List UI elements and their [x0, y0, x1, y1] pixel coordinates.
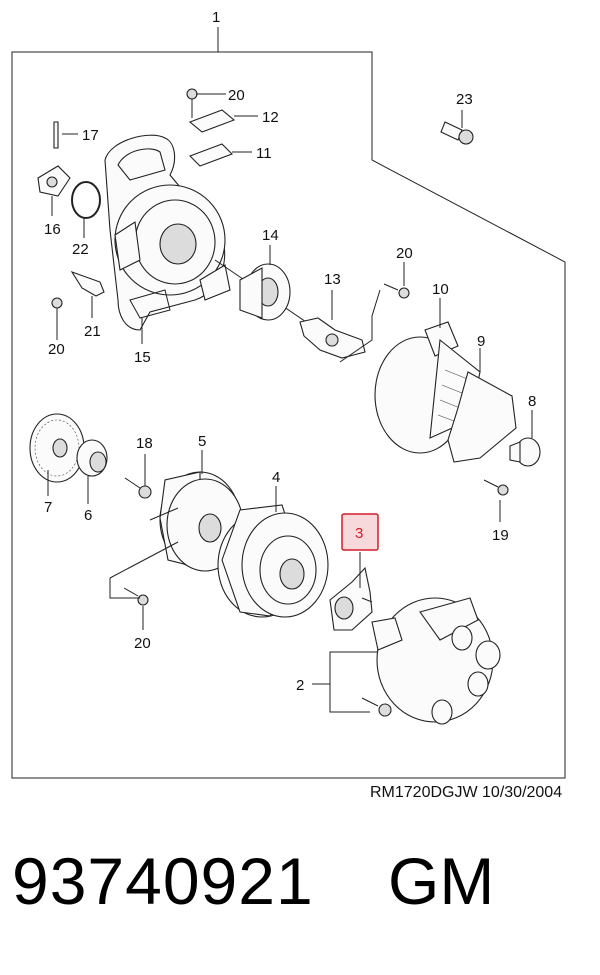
screw-part-20-left [51, 297, 63, 326]
callout-8: 8 [528, 393, 536, 410]
callout-6: 6 [84, 507, 92, 524]
screw-part-23 [440, 121, 474, 145]
callout-7: 7 [44, 499, 52, 516]
hub-part-6 [76, 439, 108, 477]
bushing-part-16 [37, 165, 71, 197]
part-number: 93740921 [12, 844, 314, 918]
plate-part-9 [447, 371, 517, 463]
brand-name: GM [388, 844, 495, 918]
callout-1: 1 [212, 9, 220, 26]
callout-labels: 1 20 12 11 17 16 22 21 20 15 14 13 20 10… [44, 9, 536, 694]
callout-13: 13 [324, 271, 341, 288]
screw-part-19 [483, 479, 509, 496]
callout-22: 22 [72, 241, 89, 258]
callout-3-highlight [341, 513, 379, 551]
callout-18: 18 [136, 435, 153, 452]
callout-23: 23 [456, 91, 473, 108]
callout-16: 16 [44, 221, 61, 238]
drawing-code: RM1720DGJW 10/30/2004 [370, 784, 563, 801]
callout-11: 11 [256, 145, 272, 162]
callout-19: 19 [492, 527, 509, 544]
callout-14: 14 [262, 227, 279, 244]
washer-part-8 [509, 437, 541, 467]
plate-part-3 [329, 566, 373, 631]
plate-part-13 [299, 317, 366, 359]
callout-20-lower: 20 [134, 635, 151, 652]
callout-21: 21 [84, 323, 101, 340]
callout-20-left: 20 [48, 341, 65, 358]
callout-20-mid: 20 [396, 245, 413, 262]
callout-20-top: 20 [228, 87, 245, 104]
callout-3: 3 [355, 525, 363, 542]
leader-lines [47, 27, 533, 713]
gasket-part-11 [189, 143, 233, 167]
callout-15: 15 [134, 349, 151, 366]
pin-part-17 [53, 121, 59, 149]
housing-part [104, 134, 231, 331]
stator-part-4 [217, 504, 329, 618]
assembly-boundary [11, 30, 566, 779]
screw-part-20-lower [109, 541, 179, 606]
callout-4: 4 [272, 469, 280, 486]
callout-9: 9 [477, 333, 485, 350]
gasket-part-12 [188, 109, 236, 133]
rotor-part-5 [149, 471, 244, 572]
distributor-cap-part-2 [371, 597, 501, 725]
bearing-part-14 [214, 259, 341, 346]
bracket-part-21 [70, 270, 105, 297]
reluctor-wheel-part-7 [29, 413, 85, 483]
o-ring-part-22 [71, 181, 101, 219]
screw-part-20-mid [383, 283, 410, 299]
screw-part-2 [361, 697, 392, 717]
callout-2: 2 [296, 677, 304, 694]
screw-part-18 [124, 477, 152, 499]
callout-5: 5 [198, 433, 206, 450]
callout-12: 12 [262, 109, 279, 126]
screw-part-20-top [186, 88, 198, 118]
callout-17: 17 [82, 127, 99, 144]
callout-10: 10 [432, 281, 449, 298]
